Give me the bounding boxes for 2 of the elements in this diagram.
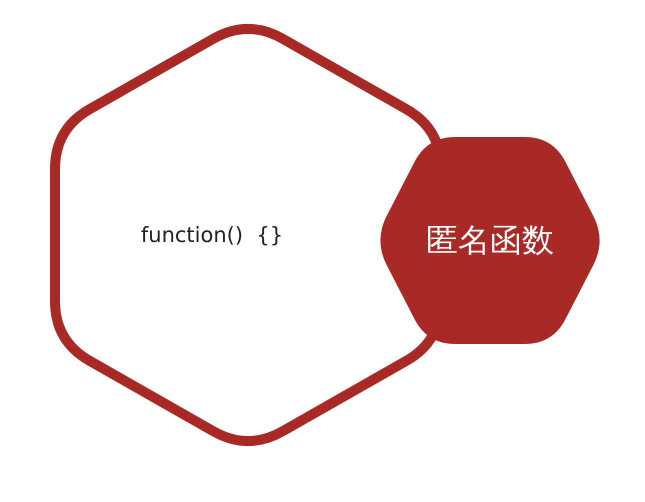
hexagon-label: 匿名函数: [425, 220, 555, 260]
hexagon-label: function() {}: [140, 223, 284, 247]
